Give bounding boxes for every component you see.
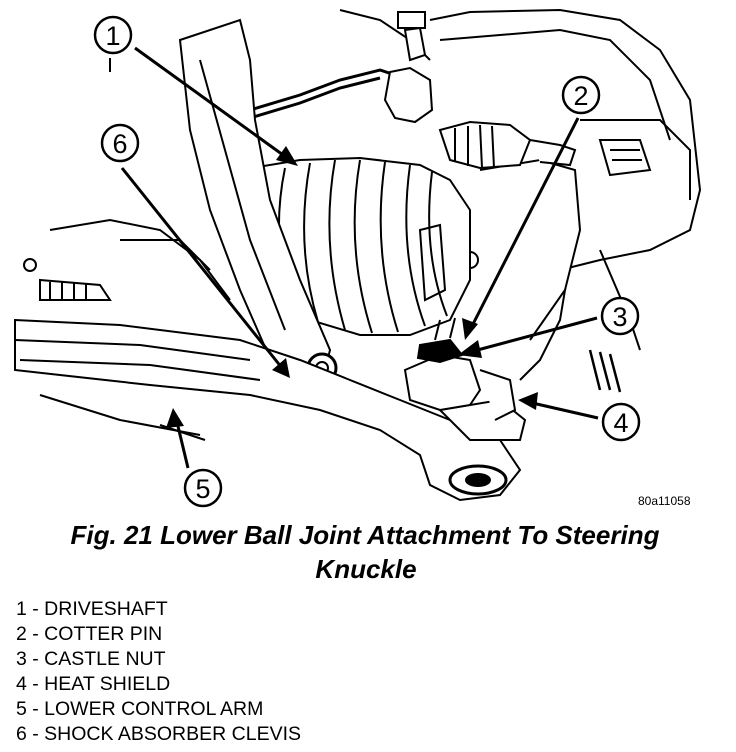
arrowhead-shock-clevis bbox=[272, 358, 290, 378]
callout-label-2: 2 bbox=[573, 81, 588, 111]
figure-code: 80a11058 bbox=[638, 494, 691, 508]
callout-circle-6 bbox=[100, 123, 140, 163]
exploded-illustration: 1 2 3 4 5 6 bbox=[14, 8, 702, 508]
callout-circle-4 bbox=[601, 402, 641, 442]
caption-line-2: Knuckle bbox=[315, 554, 417, 584]
legend-item-shock-absorber-clevis: 6 - SHOCK ABSORBER CLEVIS bbox=[16, 723, 302, 745]
leader-heat-shield bbox=[527, 400, 599, 420]
leader-shock-clevis bbox=[120, 167, 284, 369]
frame-bracket-drawing bbox=[23, 218, 231, 301]
arrowhead-cotter-pin bbox=[462, 318, 478, 340]
leader-cotter-pin bbox=[468, 117, 580, 331]
callout-label-3: 3 bbox=[612, 302, 627, 332]
callout-circle-1 bbox=[93, 15, 133, 55]
callout-label-1: 1 bbox=[105, 21, 120, 51]
arrowhead-driveshaft bbox=[276, 146, 298, 166]
callout-circle-2 bbox=[561, 75, 601, 115]
ball-joint-drawing bbox=[403, 317, 517, 421]
figure-caption: Fig. 21 Lower Ball Joint Attachment To S… bbox=[0, 518, 736, 586]
arrowhead-castle-nut bbox=[458, 340, 482, 358]
callout-circle-5 bbox=[183, 468, 223, 508]
brake-line-drawing bbox=[249, 11, 577, 170]
leader-driveshaft bbox=[134, 46, 291, 162]
legend-list: 1 - DRIVESHAFT 2 - COTTER PIN 3 - CASTLE… bbox=[16, 597, 301, 747]
legend-item-lower-control-arm: 5 - LOWER CONTROL ARM bbox=[16, 698, 264, 720]
callouts bbox=[93, 15, 641, 508]
arrowhead-lower-control-arm bbox=[166, 408, 184, 428]
legend-item-driveshaft: 1 - DRIVESHAFT bbox=[16, 598, 168, 620]
callout-label-5: 5 bbox=[195, 474, 210, 504]
legend-item-heat-shield: 4 - HEAT SHIELD bbox=[16, 673, 171, 695]
callout-label-6: 6 bbox=[112, 129, 127, 159]
callout-circle-3 bbox=[600, 296, 640, 336]
callout-label-4: 4 bbox=[613, 408, 628, 438]
legend-item-cotter-pin: 2 - COTTER PIN bbox=[16, 623, 163, 645]
leader-lines bbox=[109, 46, 599, 469]
arrowheads bbox=[166, 146, 538, 428]
leader-castle-nut bbox=[469, 316, 598, 354]
caption-line-1: Fig. 21 Lower Ball Joint Attachment To S… bbox=[70, 520, 660, 550]
legend-item-castle-nut: 3 - CASTLE NUT bbox=[16, 648, 166, 670]
arrowhead-heat-shield bbox=[518, 392, 538, 410]
